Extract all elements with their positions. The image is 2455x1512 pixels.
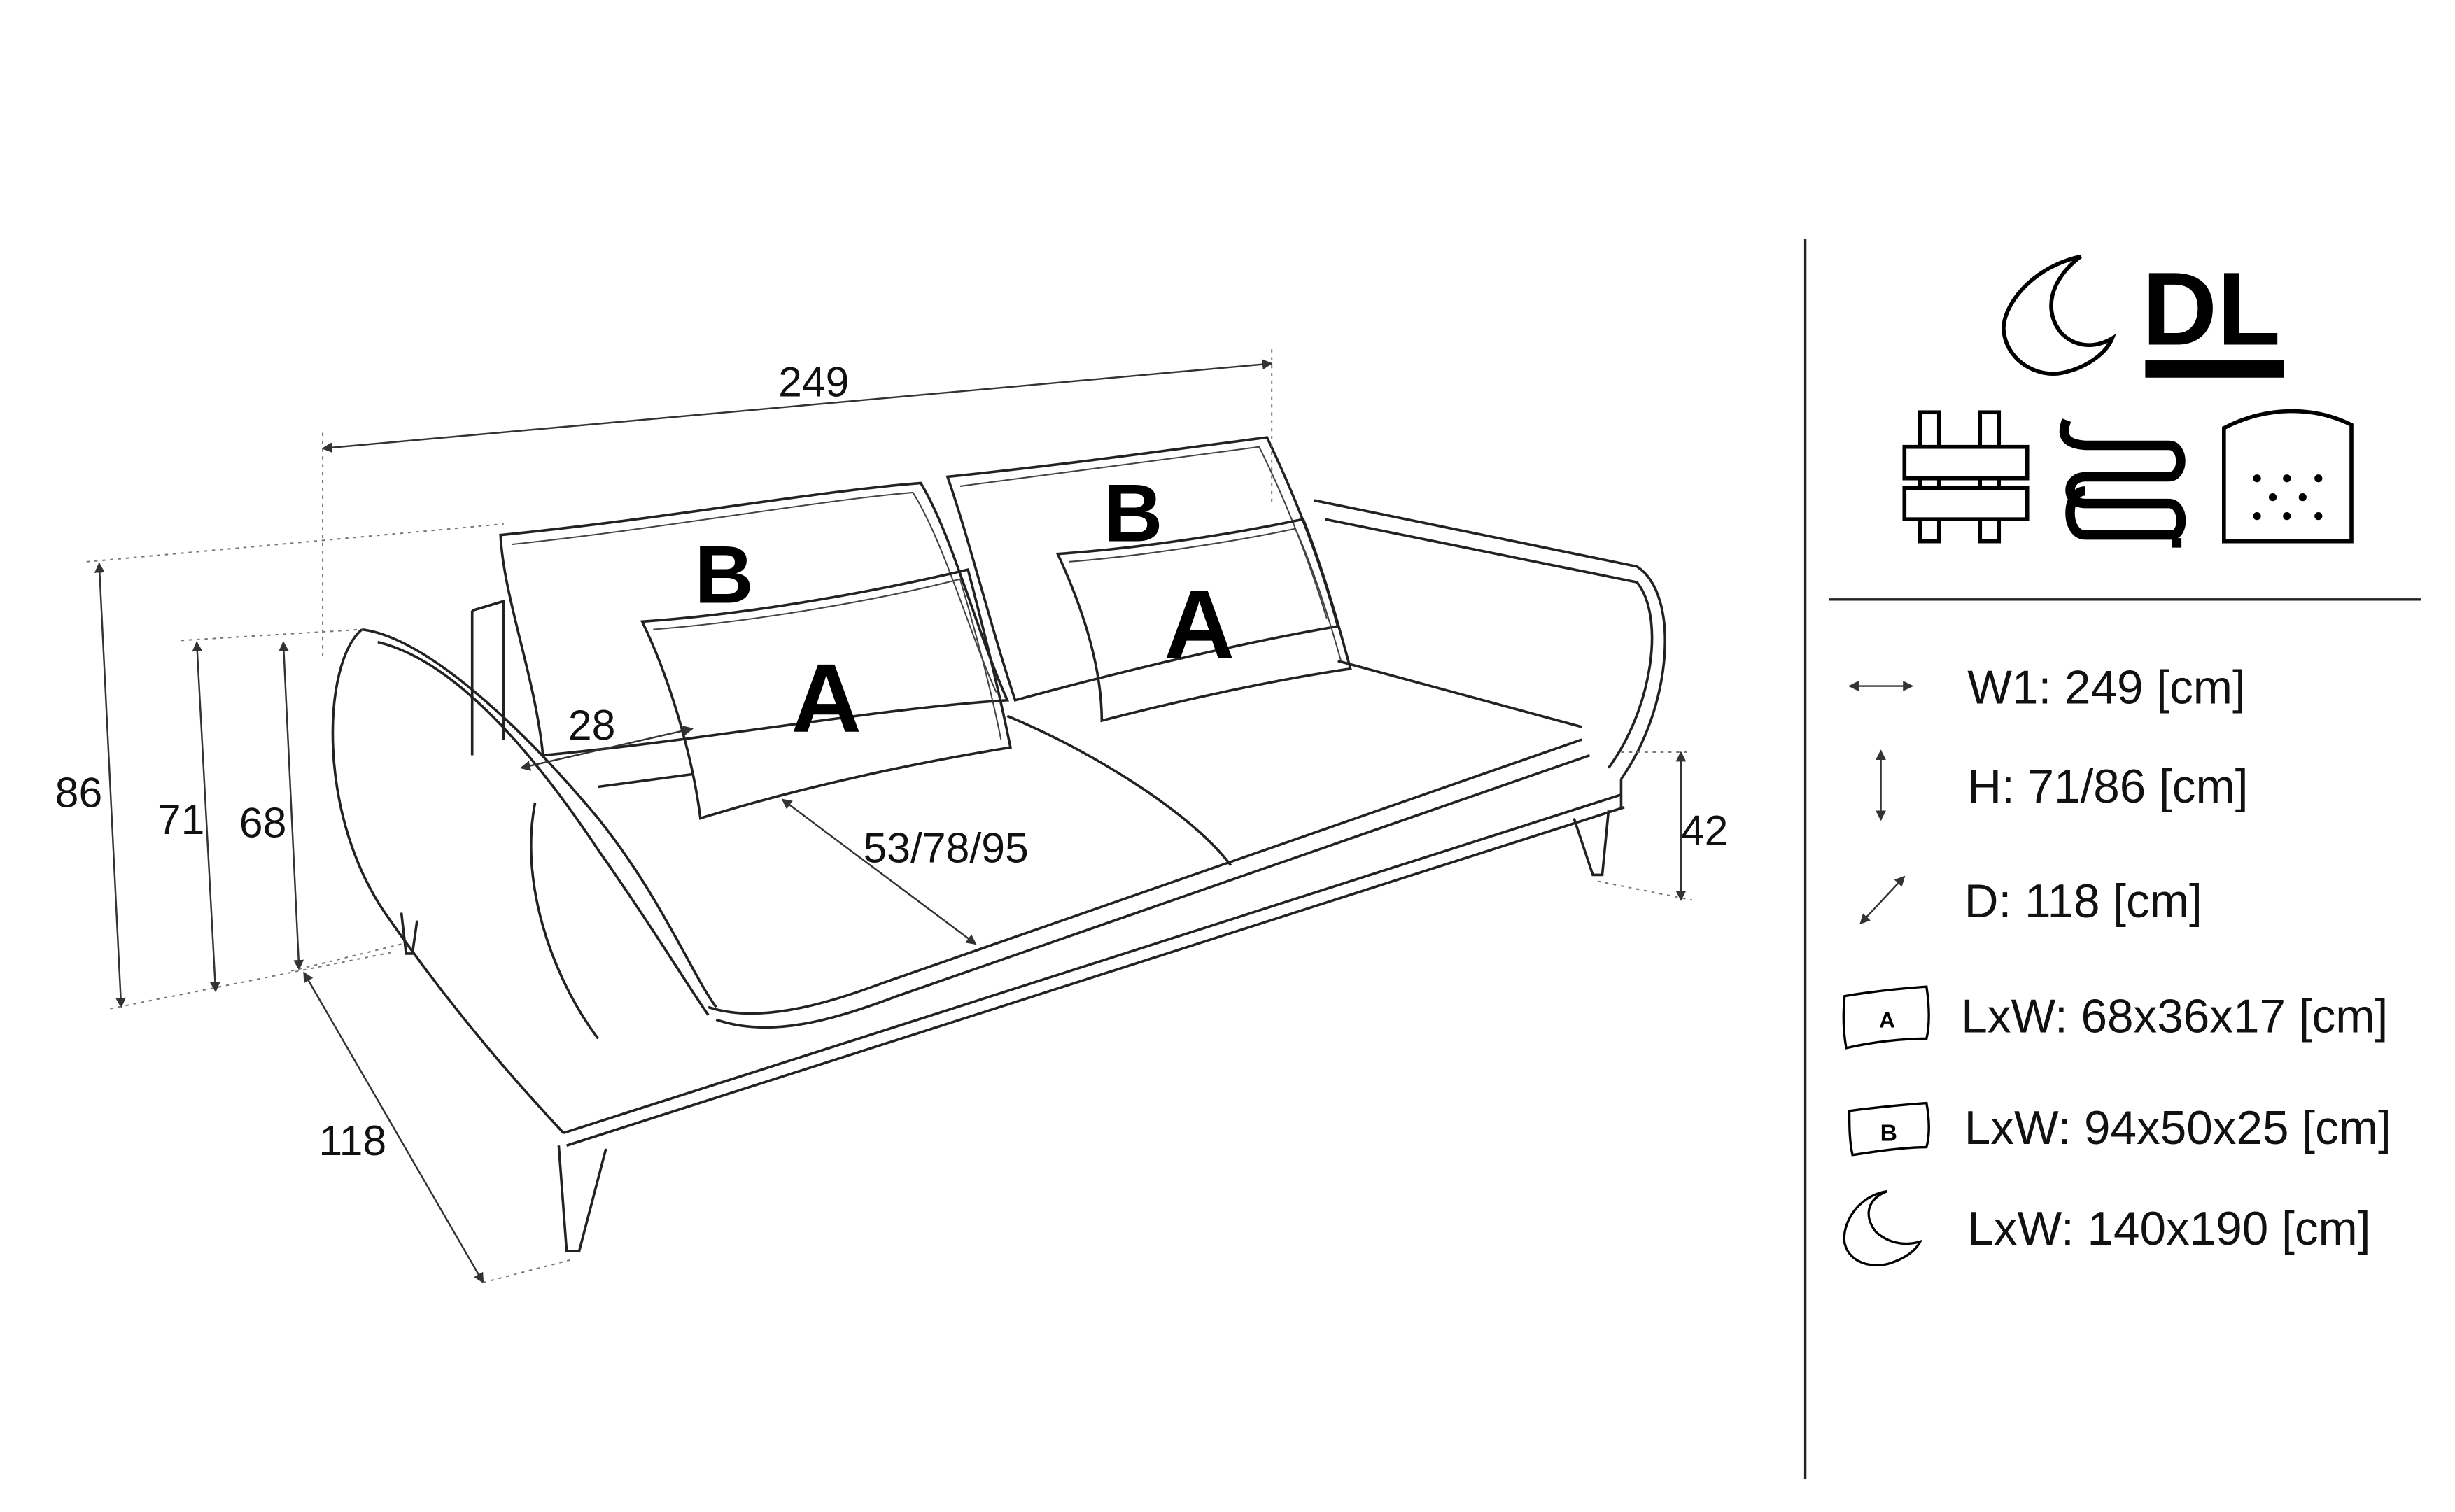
pillow-label-b: B <box>1104 467 1162 559</box>
legend-row-pillow-a: A LxW: 68x36x17 [cm] <box>1842 985 2388 1050</box>
legend-text: LxW: 94x50x25 [cm] <box>1964 1102 2391 1154</box>
pillow-b-icon <box>1848 1101 1930 1157</box>
sofa-outline <box>331 499 1666 1252</box>
pillow-a-icon <box>1842 985 1930 1050</box>
legend-row-pillow-b: B LxW: 94x50x25 [cm] <box>1848 1101 2391 1157</box>
foam-icon <box>2222 409 2354 544</box>
dl-badge: DL <box>2142 252 2281 367</box>
moon-icon <box>2002 254 2116 376</box>
pillow-a-icon-label: A <box>1879 1008 1895 1033</box>
dim-depth: 118 <box>318 1117 386 1164</box>
legend-text: D: 118 [cm] <box>1964 875 2202 928</box>
dim-arm-width: 28 <box>568 701 616 749</box>
dim-seat-depth: 53/78/95 <box>863 824 1028 871</box>
front-leg-right <box>1573 810 1610 877</box>
pillow-b-icon-label: B <box>1880 1120 1897 1147</box>
zigzag-spring-icon <box>2059 418 2186 548</box>
legend-row-bed: LxW: 140x190 [cm] <box>1843 1189 2371 1266</box>
legend-row-depth: D: 118 [cm] <box>1859 875 2202 928</box>
pillow-label-b: B <box>694 528 753 620</box>
moon-icon <box>1843 1189 1923 1266</box>
dim-height-back: 86 <box>55 769 103 817</box>
dimension-lines <box>86 349 1692 1284</box>
dl-underline <box>2145 360 2284 378</box>
dim-seat-height: 42 <box>1681 807 1729 854</box>
legend-text: LxW: 68x36x17 [cm] <box>1961 990 2388 1043</box>
pillow-label-a: A <box>791 644 861 753</box>
woven-webbing-icon <box>1902 410 2030 544</box>
legend-text: LxW: 140x190 [cm] <box>1967 1203 2370 1255</box>
dim-height-arm: 71 <box>157 796 205 843</box>
legend-text: W1: 249 [cm] <box>1967 661 2245 714</box>
pillow-a-right <box>1055 518 1352 723</box>
front-leg-left <box>557 1145 607 1252</box>
back-leg-left <box>400 912 418 955</box>
legend-text: H: 71/86 [cm] <box>1967 761 2248 813</box>
dim-height-arm-inner: 68 <box>239 798 287 846</box>
pillow-label-a: A <box>1164 570 1234 679</box>
legend-row-height: H: 71/86 [cm] <box>1876 749 2248 821</box>
diagonal-arrow-icon <box>1859 875 1906 925</box>
dim-width: 249 <box>778 358 849 406</box>
legend-row-width: W1: 249 [cm] <box>1848 661 2246 714</box>
pillow-b-left <box>499 481 1010 757</box>
